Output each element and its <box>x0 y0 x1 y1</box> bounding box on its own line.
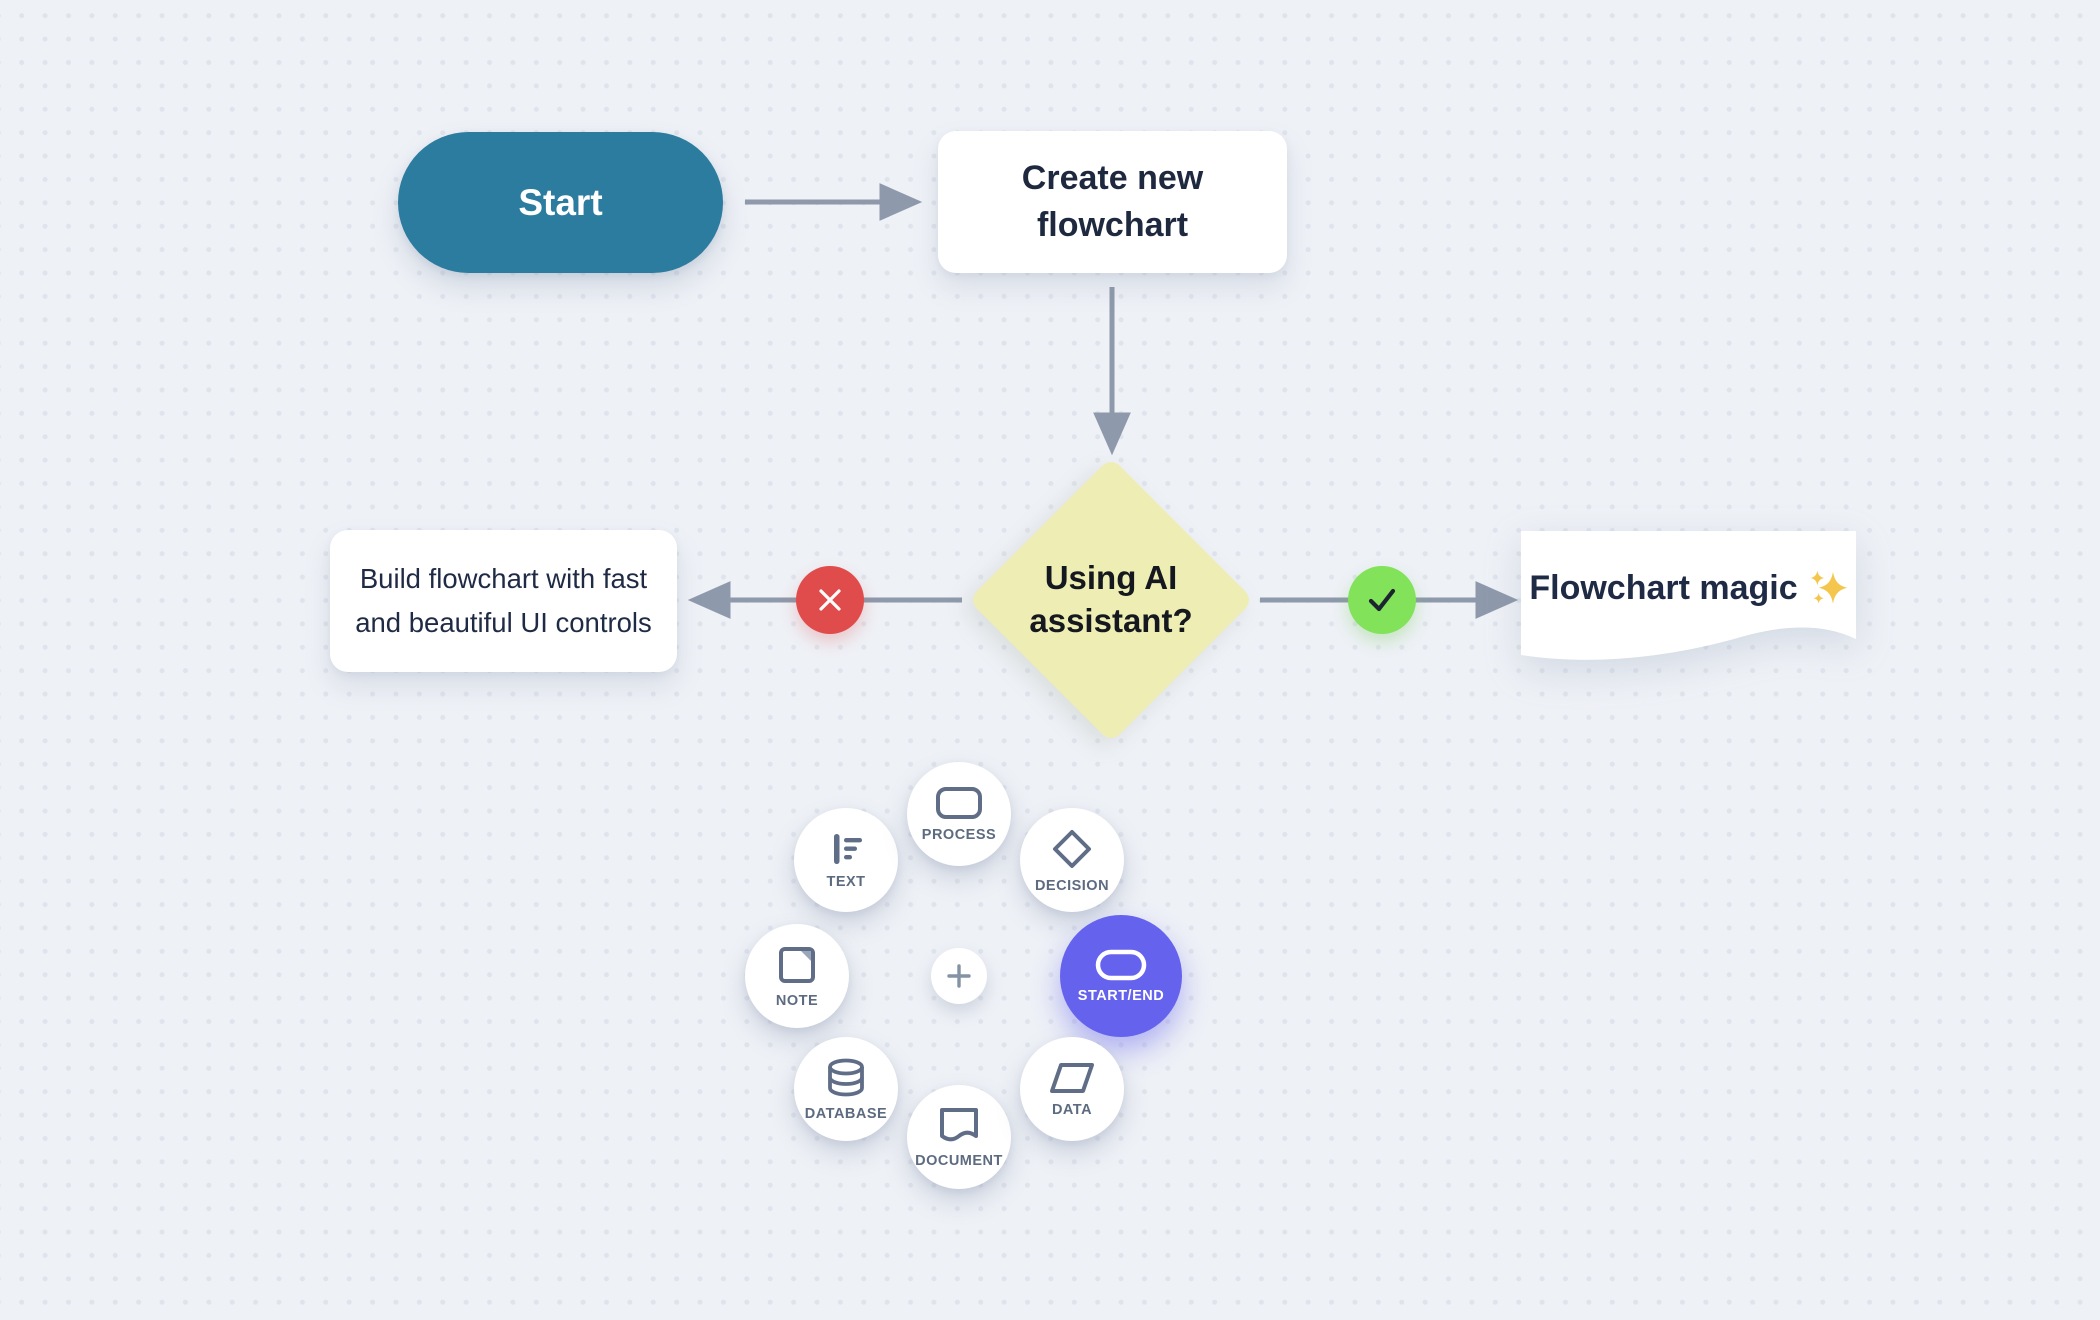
node-decision-label: Using AI assistant? <box>1029 559 1193 639</box>
no-branch-marker[interactable] <box>796 566 864 634</box>
decision-icon <box>1053 829 1091 868</box>
radial-item-process-label: PROCESS <box>921 826 997 843</box>
start-end-icon <box>1095 949 1147 980</box>
node-manual-build[interactable]: Build flowchart with fast and beautiful … <box>330 530 677 672</box>
radial-item-document[interactable]: DOCUMENT <box>907 1085 1011 1189</box>
arrowhead-start-to-create <box>879 183 923 221</box>
node-manual-label: Build flowchart with fast and beautiful … <box>355 563 652 638</box>
radial-item-text-label: TEXT <box>826 873 866 890</box>
arrowhead-decision-to-manual <box>687 581 731 619</box>
radial-item-data-label: DATA <box>1051 1101 1093 1118</box>
radial-item-document-label: DOCUMENT <box>915 1152 1003 1169</box>
node-start[interactable]: Start <box>398 132 723 273</box>
sparkles-icon <box>1810 570 1848 604</box>
radial-item-decision-label: DECISION <box>1034 877 1110 894</box>
radial-item-note-label: NOTE <box>775 992 819 1009</box>
radial-item-start-end-label: START/END <box>1077 987 1165 1004</box>
radial-item-text[interactable]: TEXT <box>794 808 898 912</box>
database-icon <box>828 1058 864 1096</box>
radial-item-start-end[interactable]: START/END <box>1060 915 1182 1037</box>
document-icon <box>940 1107 978 1141</box>
radial-add-button[interactable] <box>931 948 987 1004</box>
arrowhead-create-to-decision <box>1093 412 1131 456</box>
node-create-new-flowchart[interactable]: Create new flowchart <box>938 131 1287 273</box>
radial-item-note[interactable]: NOTE <box>745 924 849 1028</box>
document-shape <box>1521 531 1856 660</box>
radial-item-database-label: DATABASE <box>804 1105 888 1122</box>
radial-item-data[interactable]: DATA <box>1020 1037 1124 1141</box>
x-icon <box>819 589 841 611</box>
radial-item-process[interactable]: PROCESS <box>907 762 1011 866</box>
note-icon <box>779 946 815 983</box>
node-create-label: Create new flowchart <box>1021 159 1204 244</box>
arrowhead-decision-to-magic <box>1475 581 1519 619</box>
node-magic-label: Flowchart magic <box>1529 568 1798 607</box>
plus-icon <box>947 964 971 988</box>
check-icon <box>1368 588 1396 612</box>
yes-branch-marker[interactable] <box>1348 566 1416 634</box>
data-icon <box>1050 1062 1094 1093</box>
node-decision-label-wrap: Using AI assistant? <box>1011 500 1211 700</box>
node-start-label: Start <box>518 181 603 223</box>
text-icon <box>834 833 862 864</box>
radial-item-database[interactable]: DATABASE <box>794 1037 898 1141</box>
node-flowchart-magic[interactable]: Flowchart magic <box>1521 531 1856 681</box>
radial-item-decision[interactable]: DECISION <box>1020 808 1124 912</box>
process-icon <box>936 786 982 819</box>
